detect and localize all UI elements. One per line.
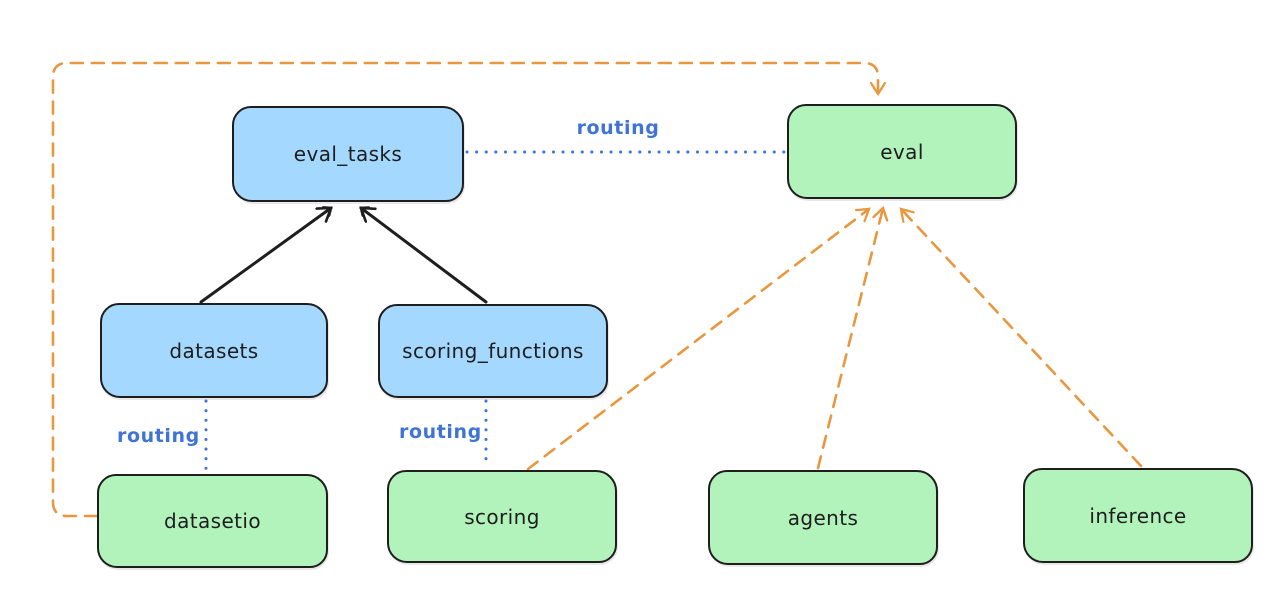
edge-agents-eval (816, 205, 889, 470)
routing-label-scoring: routing (399, 421, 482, 443)
edge-scoring-eval (526, 207, 871, 471)
node-inference: inference (1023, 468, 1253, 563)
node-eval: eval (787, 104, 1017, 199)
edge-datasets-eval_tasks (199, 208, 331, 304)
node-eval-tasks: eval_tasks (232, 106, 464, 202)
node-agents: agents (708, 470, 938, 565)
routing-label-top: routing (576, 117, 660, 139)
node-datasetio: datasetio (97, 474, 328, 568)
edge-datasetio-eval (51, 61, 887, 518)
routing-label-datasets: routing (117, 425, 200, 447)
edge-scoring_functions-eval_tasks (361, 208, 488, 304)
node-datasets: datasets (100, 303, 328, 398)
node-scoring-functions: scoring_functions (378, 304, 608, 398)
edge-inference-eval (899, 207, 1143, 468)
node-scoring: scoring (387, 470, 617, 563)
